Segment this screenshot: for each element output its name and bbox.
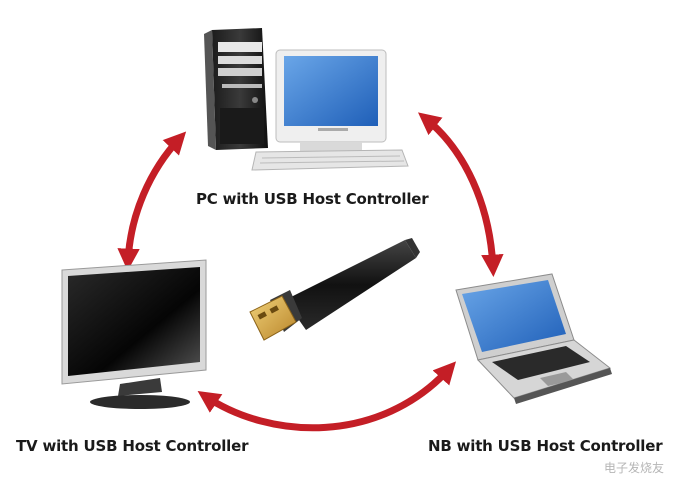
- arrow-tv-nb: [197, 361, 457, 432]
- arrow-pc-nb: [418, 112, 504, 277]
- keyboard-icon: [251, 149, 409, 171]
- tv-icon: [61, 259, 207, 409]
- nb-label: NB with USB Host Controller: [428, 437, 663, 455]
- watermark: 电子发烧友: [603, 461, 664, 475]
- arrow-pc-tv: [117, 131, 187, 271]
- tv-label: TV with USB Host Controller: [16, 437, 249, 455]
- desktop-pc-icon: [204, 28, 268, 150]
- monitor-icon: [275, 49, 387, 152]
- pc-label: PC with USB Host Controller: [196, 190, 429, 208]
- usb-stick-icon: [249, 238, 420, 341]
- laptop-icon: [455, 273, 612, 404]
